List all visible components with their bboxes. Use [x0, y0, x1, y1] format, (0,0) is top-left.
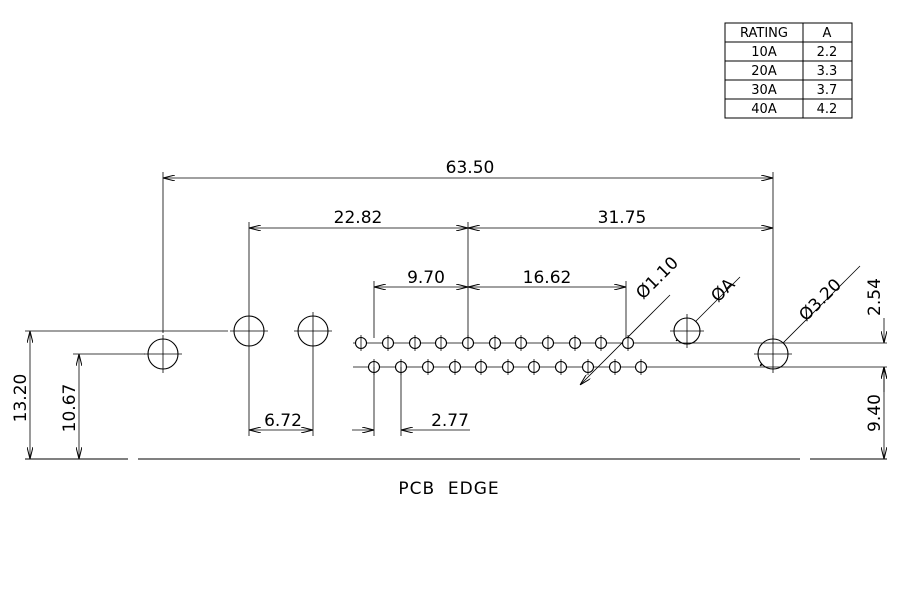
- diameter-label-a: ØA: [707, 274, 739, 306]
- table-cell-a: 4.2: [817, 102, 838, 117]
- dimension-overall-width: 63.50: [162, 158, 774, 343]
- table-header-rating: RATING: [740, 26, 788, 41]
- pcb-edge: PCB EDGE: [25, 458, 887, 499]
- pin-row-centerlines: [353, 342, 887, 368]
- dimension-label: 9.40: [865, 394, 885, 432]
- dimension-label: 22.82: [334, 208, 383, 228]
- table-cell-a: 3.3: [817, 64, 838, 79]
- rating-table: RATING A 10A 2.2 20A 3.3 30A 3.7 40A 4.2: [724, 22, 853, 119]
- table-cell-rating: 30A: [751, 83, 777, 98]
- dimension-label: 9.70: [407, 268, 445, 288]
- dimension-row-2: 22.82 31.75: [248, 208, 773, 338]
- dimension-label: 10.67: [60, 384, 80, 433]
- dimension-label: 31.75: [598, 208, 647, 228]
- diameter-label-small: Ø1.10: [632, 253, 682, 303]
- dimension-label: 13.20: [11, 374, 31, 423]
- dimension-label: 16.62: [523, 268, 572, 288]
- dimension-label: 2.54: [865, 278, 885, 316]
- dimension-label: 2.77: [431, 411, 469, 431]
- diameter-callouts: Ø1.10 ØA Ø3.20: [580, 253, 861, 385]
- dimension-label: 63.50: [446, 158, 495, 178]
- dimension-row-3: 9.70 16.62: [373, 268, 627, 338]
- dimension-left-verticals: 13.20 10.67: [11, 330, 228, 459]
- table-cell-rating: 10A: [751, 45, 777, 60]
- dimension-right-verticals: 2.54 9.40: [865, 278, 885, 459]
- diameter-label-large: Ø3.20: [795, 275, 845, 325]
- pin-holes: [354, 335, 648, 375]
- pcb-edge-label: PCB EDGE: [398, 479, 499, 499]
- table-cell-a: 3.7: [817, 83, 838, 98]
- mounting-holes: [144, 312, 792, 373]
- dimension-label: 6.72: [264, 411, 302, 431]
- dimension-bottom: 6.72 2.77: [248, 350, 470, 436]
- table-cell-rating: 20A: [751, 64, 777, 79]
- table-header-a: A: [823, 26, 832, 41]
- table-cell-a: 2.2: [817, 45, 838, 60]
- table-cell-rating: 40A: [751, 102, 777, 117]
